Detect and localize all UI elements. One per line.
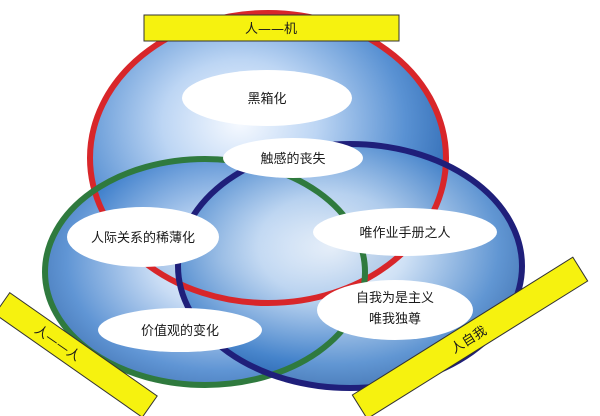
svg-text:触感的丧失: 触感的丧失 [260,151,325,167]
svg-text:唯我独尊: 唯我独尊 [369,311,421,327]
banner-right-box [351,256,589,416]
bubble-relation: 人际关系的稀薄化 [67,207,219,267]
svg-text:唯作业手册之人: 唯作业手册之人 [359,226,450,241]
svg-text:自我为是主义: 自我为是主义 [356,291,434,306]
bubble-values: 价值观的变化 [98,308,262,352]
bubble-touch-loss: 触感的丧失 [223,138,363,178]
banner-top: 人——机 [143,14,400,42]
banner-left-box [0,292,158,416]
svg-text:人际关系的稀薄化: 人际关系的稀薄化 [91,230,195,246]
svg-text:价值观的变化: 价值观的变化 [141,323,219,339]
right-circle-ring [175,141,525,391]
banner-top-label: 人——机 [245,22,297,37]
bubble-manual-people: 唯作业手册之人 [313,208,497,256]
top-circle-ring [87,10,449,306]
bubble-self: 自我为是主义 唯我独尊 [317,280,473,340]
bubble-blackbox: 黑箱化 [182,70,352,126]
banner-top-box [143,14,400,42]
left-circle-ring [42,156,368,388]
svg-text:黑箱化: 黑箱化 [247,91,286,107]
